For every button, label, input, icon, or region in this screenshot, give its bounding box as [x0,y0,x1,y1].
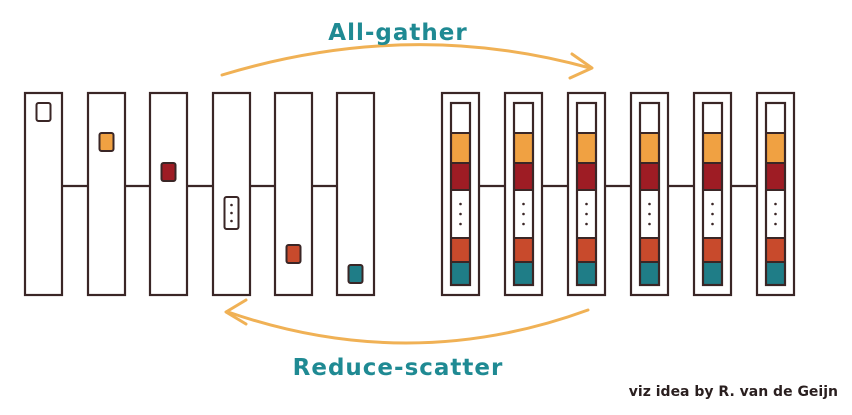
gathered-chunk-darkred [639,162,660,191]
data-chunk-darkred [160,162,177,182]
data-chunk-white [35,102,52,122]
gathered-chunk-white [765,102,786,134]
gathered-chunk-orange [639,132,660,164]
gathered-chunk-teal [765,261,786,286]
rank-column [211,91,252,297]
all-gather-arrowhead [568,52,594,80]
reduce-scatter-label: Reduce-scatter [293,355,504,381]
ellipsis-dot [774,222,777,226]
gathered-chunk-darkred [702,162,723,191]
gathered-chunk-white [702,102,723,134]
rank-column [273,91,314,297]
rank-column [23,91,64,297]
ellipsis-dot [711,202,714,206]
reduce-scatter-arrowhead [224,298,248,326]
ellipsis-dot [459,202,462,206]
gathered-chunk-teal [513,261,534,286]
gathered-chunk-darkred [513,162,534,191]
ellipsis-dot [711,212,714,216]
gathered-chunk-red [450,237,471,263]
data-chunk-red [285,244,302,264]
ellipsis-dot [648,212,651,216]
gathered-chunk-darkred [450,162,471,191]
rank-column [86,91,127,297]
gathered-chunk-teal [702,261,723,286]
gathered-buffer-outline [638,101,661,287]
gathered-chunk-teal [639,261,660,286]
gathered-buffer-outline [449,101,472,287]
credit-text: viz idea by R. van de Geijn [629,384,838,400]
gathered-buffer-outline [575,101,598,287]
ellipsis-dot [648,202,651,206]
reduce-scatter-arrow [226,308,590,345]
gathered-chunk-white [513,102,534,134]
gathered-chunk-red [765,237,786,263]
rank-column [148,91,189,297]
gathered-chunk-orange [765,132,786,164]
gathered-chunk-red [702,237,723,263]
ellipsis-dot [230,211,233,215]
left-group-before-all-gather [23,91,376,297]
ellipsis-dot [230,203,233,207]
gathered-chunk-orange [513,132,534,164]
gathered-chunk-orange [576,132,597,164]
gathered-chunk-red [513,237,534,263]
gathered-chunk-darkred [765,162,786,191]
ellipsis-dot [522,222,525,226]
ellipsis-dot [774,202,777,206]
ellipsis-dot [230,219,233,223]
gathered-chunk-teal [450,261,471,286]
ellipsis-dot [459,222,462,226]
ellipsis-dot [585,212,588,216]
right-group-after-all-gather [440,91,796,297]
gathered-chunk-red [576,237,597,263]
gathered-chunk-orange [450,132,471,164]
gathered-chunk-white [450,102,471,134]
data-chunk-teal [347,264,364,284]
ellipsis-dot [585,202,588,206]
gathered-chunk-orange [702,132,723,164]
all-gather-arrow [220,43,592,77]
gathered-buffer-outline [701,101,724,287]
gathered-chunk-darkred [576,162,597,191]
ellipsis-dot [648,222,651,226]
all-gather-label: All-gather [328,20,467,46]
gathered-buffer-outline [512,101,535,287]
ellipsis-dot [522,212,525,216]
gathered-chunk-white [639,102,660,134]
ellipsis-dot [774,212,777,216]
ellipsis-dot [585,222,588,226]
ellipsis-dot [459,212,462,216]
gathered-chunk-red [639,237,660,263]
gathered-chunk-teal [576,261,597,286]
rank-column [335,91,376,297]
gathered-chunk-white [576,102,597,134]
data-chunk-orange [98,132,115,152]
ellipsis-dot [711,222,714,226]
ellipsis-dot [522,202,525,206]
gathered-buffer-outline [764,101,787,287]
